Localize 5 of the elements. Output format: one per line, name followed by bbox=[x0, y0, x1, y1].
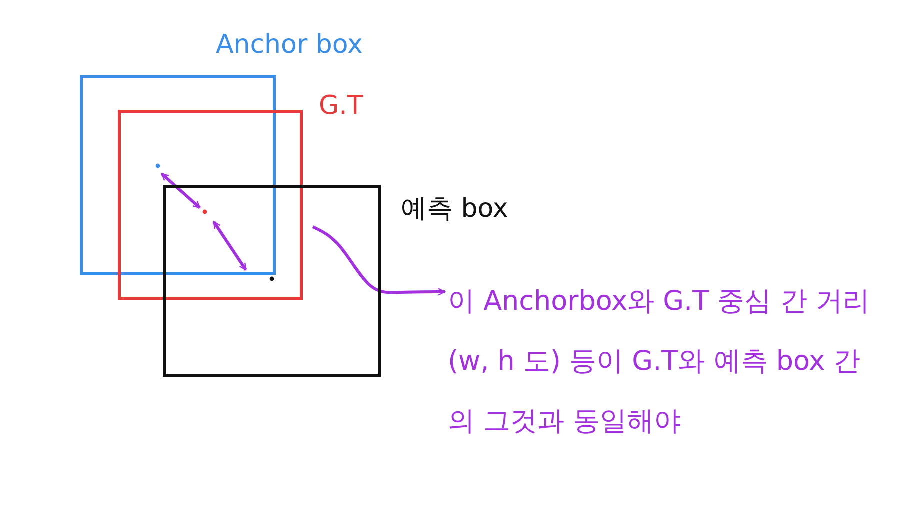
box-label: G.T bbox=[319, 91, 364, 121]
arrow bbox=[312, 226, 446, 296]
box-label: Anchor box bbox=[216, 30, 363, 60]
box-label: 예측 box bbox=[401, 193, 508, 226]
note-text: 이 Anchorbox와 G.T 중심 간 거리 (w, h 도) 등이 G.T와 예측 box 간의 그것과 동일해야 bbox=[448, 272, 878, 442]
